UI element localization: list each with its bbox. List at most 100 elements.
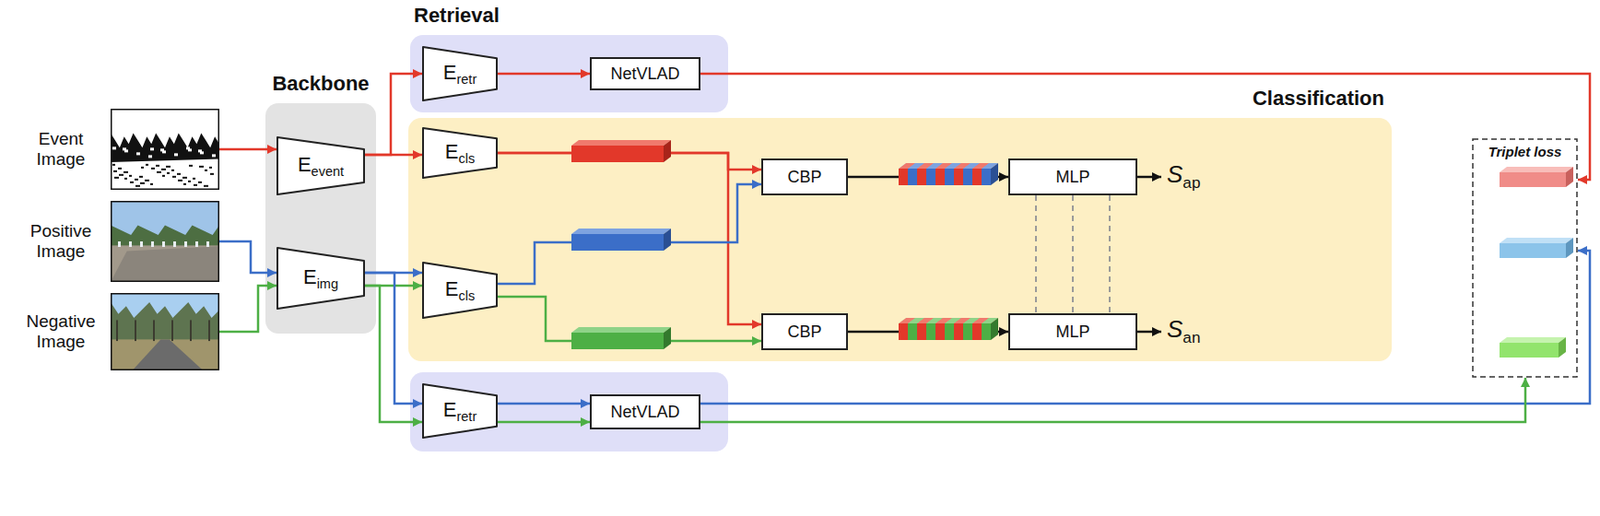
descriptor-vector <box>1499 172 1566 188</box>
photo-ground <box>110 245 220 283</box>
descriptor-vector-side <box>1565 237 1574 259</box>
event-dot <box>141 166 144 169</box>
process-box: NetVLAD <box>589 57 701 91</box>
box-outline <box>762 314 848 350</box>
photo-sky <box>110 293 220 371</box>
event-dot <box>162 175 165 177</box>
event-gap <box>148 154 153 158</box>
descriptor-vector-top <box>1499 237 1574 244</box>
flow-arrow <box>497 421 590 424</box>
event-gap <box>160 148 165 152</box>
encoder-trapezoid: Ecls <box>422 127 498 179</box>
event-dot <box>172 176 177 178</box>
dashed-outline <box>1472 139 1577 377</box>
event-dot <box>123 171 129 174</box>
loss-group: Triplet loss <box>1471 138 1578 378</box>
event-gap <box>112 146 117 150</box>
event-dot <box>145 164 149 166</box>
encoder-outline <box>423 262 497 318</box>
box-label: Ecls <box>445 277 475 304</box>
photo-trunk <box>134 319 137 342</box>
event-gap <box>186 146 190 150</box>
feature-vector-top <box>571 140 671 146</box>
symbol-base: E <box>443 398 458 422</box>
photo-fence <box>151 241 154 248</box>
event-gap <box>174 152 178 156</box>
output-score: San <box>1166 315 1200 348</box>
descriptor-vector <box>1499 342 1559 358</box>
symbol-base: S <box>1166 315 1183 343</box>
event-dot <box>210 173 214 176</box>
event-dot <box>112 164 116 166</box>
process-box: CBP <box>761 158 848 196</box>
symbol-base: E <box>445 277 459 301</box>
photo-trees <box>110 302 220 343</box>
box-label: Eevent <box>297 152 344 179</box>
process-box: MLP <box>1008 158 1138 196</box>
event-dot <box>155 164 160 167</box>
encoder-outline <box>423 128 497 178</box>
event-dot <box>209 166 212 169</box>
group-band: EretrNetVLAD <box>410 372 729 452</box>
box-label: NetVLAD <box>610 402 680 423</box>
box-outline <box>590 395 700 429</box>
descriptor-vector-side <box>1565 166 1574 188</box>
encoder-trapezoid: Eimg <box>276 247 365 310</box>
symbol-base: E <box>303 265 318 289</box>
event-dot <box>140 182 145 185</box>
event-dot <box>129 181 134 184</box>
event-dot <box>139 176 143 178</box>
image-label: Negative Image <box>22 311 100 353</box>
encoder-trapezoid: Eevent <box>276 136 365 196</box>
label-anchor: San <box>1166 315 1200 348</box>
flow-arrow <box>364 153 423 157</box>
feature-vector-top <box>571 228 671 235</box>
output-arrow <box>1137 330 1162 334</box>
symbol-subscript: event <box>311 164 345 179</box>
photo-fence <box>117 241 121 248</box>
output-arrow <box>1137 176 1162 179</box>
event-dot <box>183 183 187 186</box>
photo-sky <box>110 200 220 250</box>
event-gap <box>122 147 127 151</box>
output-score: Sap <box>1166 160 1200 193</box>
band-fill <box>410 35 729 113</box>
encoder-trapezoid: Ecls <box>422 261 498 319</box>
event-dot <box>188 164 193 167</box>
symbol-subscript: an <box>1182 328 1200 347</box>
encoder-outline <box>277 247 365 309</box>
photo-fence <box>129 241 132 248</box>
fused-vector-top <box>898 317 999 324</box>
shape-outline <box>110 108 220 190</box>
box-label: MLP <box>1055 167 1090 188</box>
box-outline <box>1009 159 1137 195</box>
band-fill <box>410 372 729 452</box>
box-outline <box>590 58 700 90</box>
group-band: ClassificationEclsEclsCBPMLPCBPMLP <box>408 117 1392 362</box>
process-box: NetVLAD <box>589 394 701 430</box>
event-dot <box>203 185 209 188</box>
box-label: Eretr <box>443 60 477 87</box>
photo-fence <box>184 241 188 248</box>
input-image: Negative Image <box>110 293 220 371</box>
event-dot <box>118 174 124 177</box>
photo-fence <box>140 241 143 248</box>
symbol-subscript: cls <box>458 151 475 166</box>
encoder-trapezoid: Eretr <box>422 46 498 102</box>
event-dot <box>134 178 139 181</box>
event-dot <box>192 177 196 180</box>
descriptor-vector-top <box>1499 166 1574 173</box>
event-gap <box>198 149 202 153</box>
box-outline <box>762 159 848 195</box>
symbol-base: E <box>443 60 458 84</box>
encoder-outline <box>423 47 497 101</box>
photo-trunk <box>152 319 155 342</box>
event-dot <box>161 168 166 171</box>
event-dot <box>117 167 122 170</box>
event-dot <box>129 175 132 177</box>
shape-outline <box>1471 138 1578 378</box>
event-dot <box>204 169 208 172</box>
photo-grass <box>110 339 220 371</box>
symbol-subscript: cls <box>458 288 475 304</box>
event-gap <box>211 153 216 157</box>
